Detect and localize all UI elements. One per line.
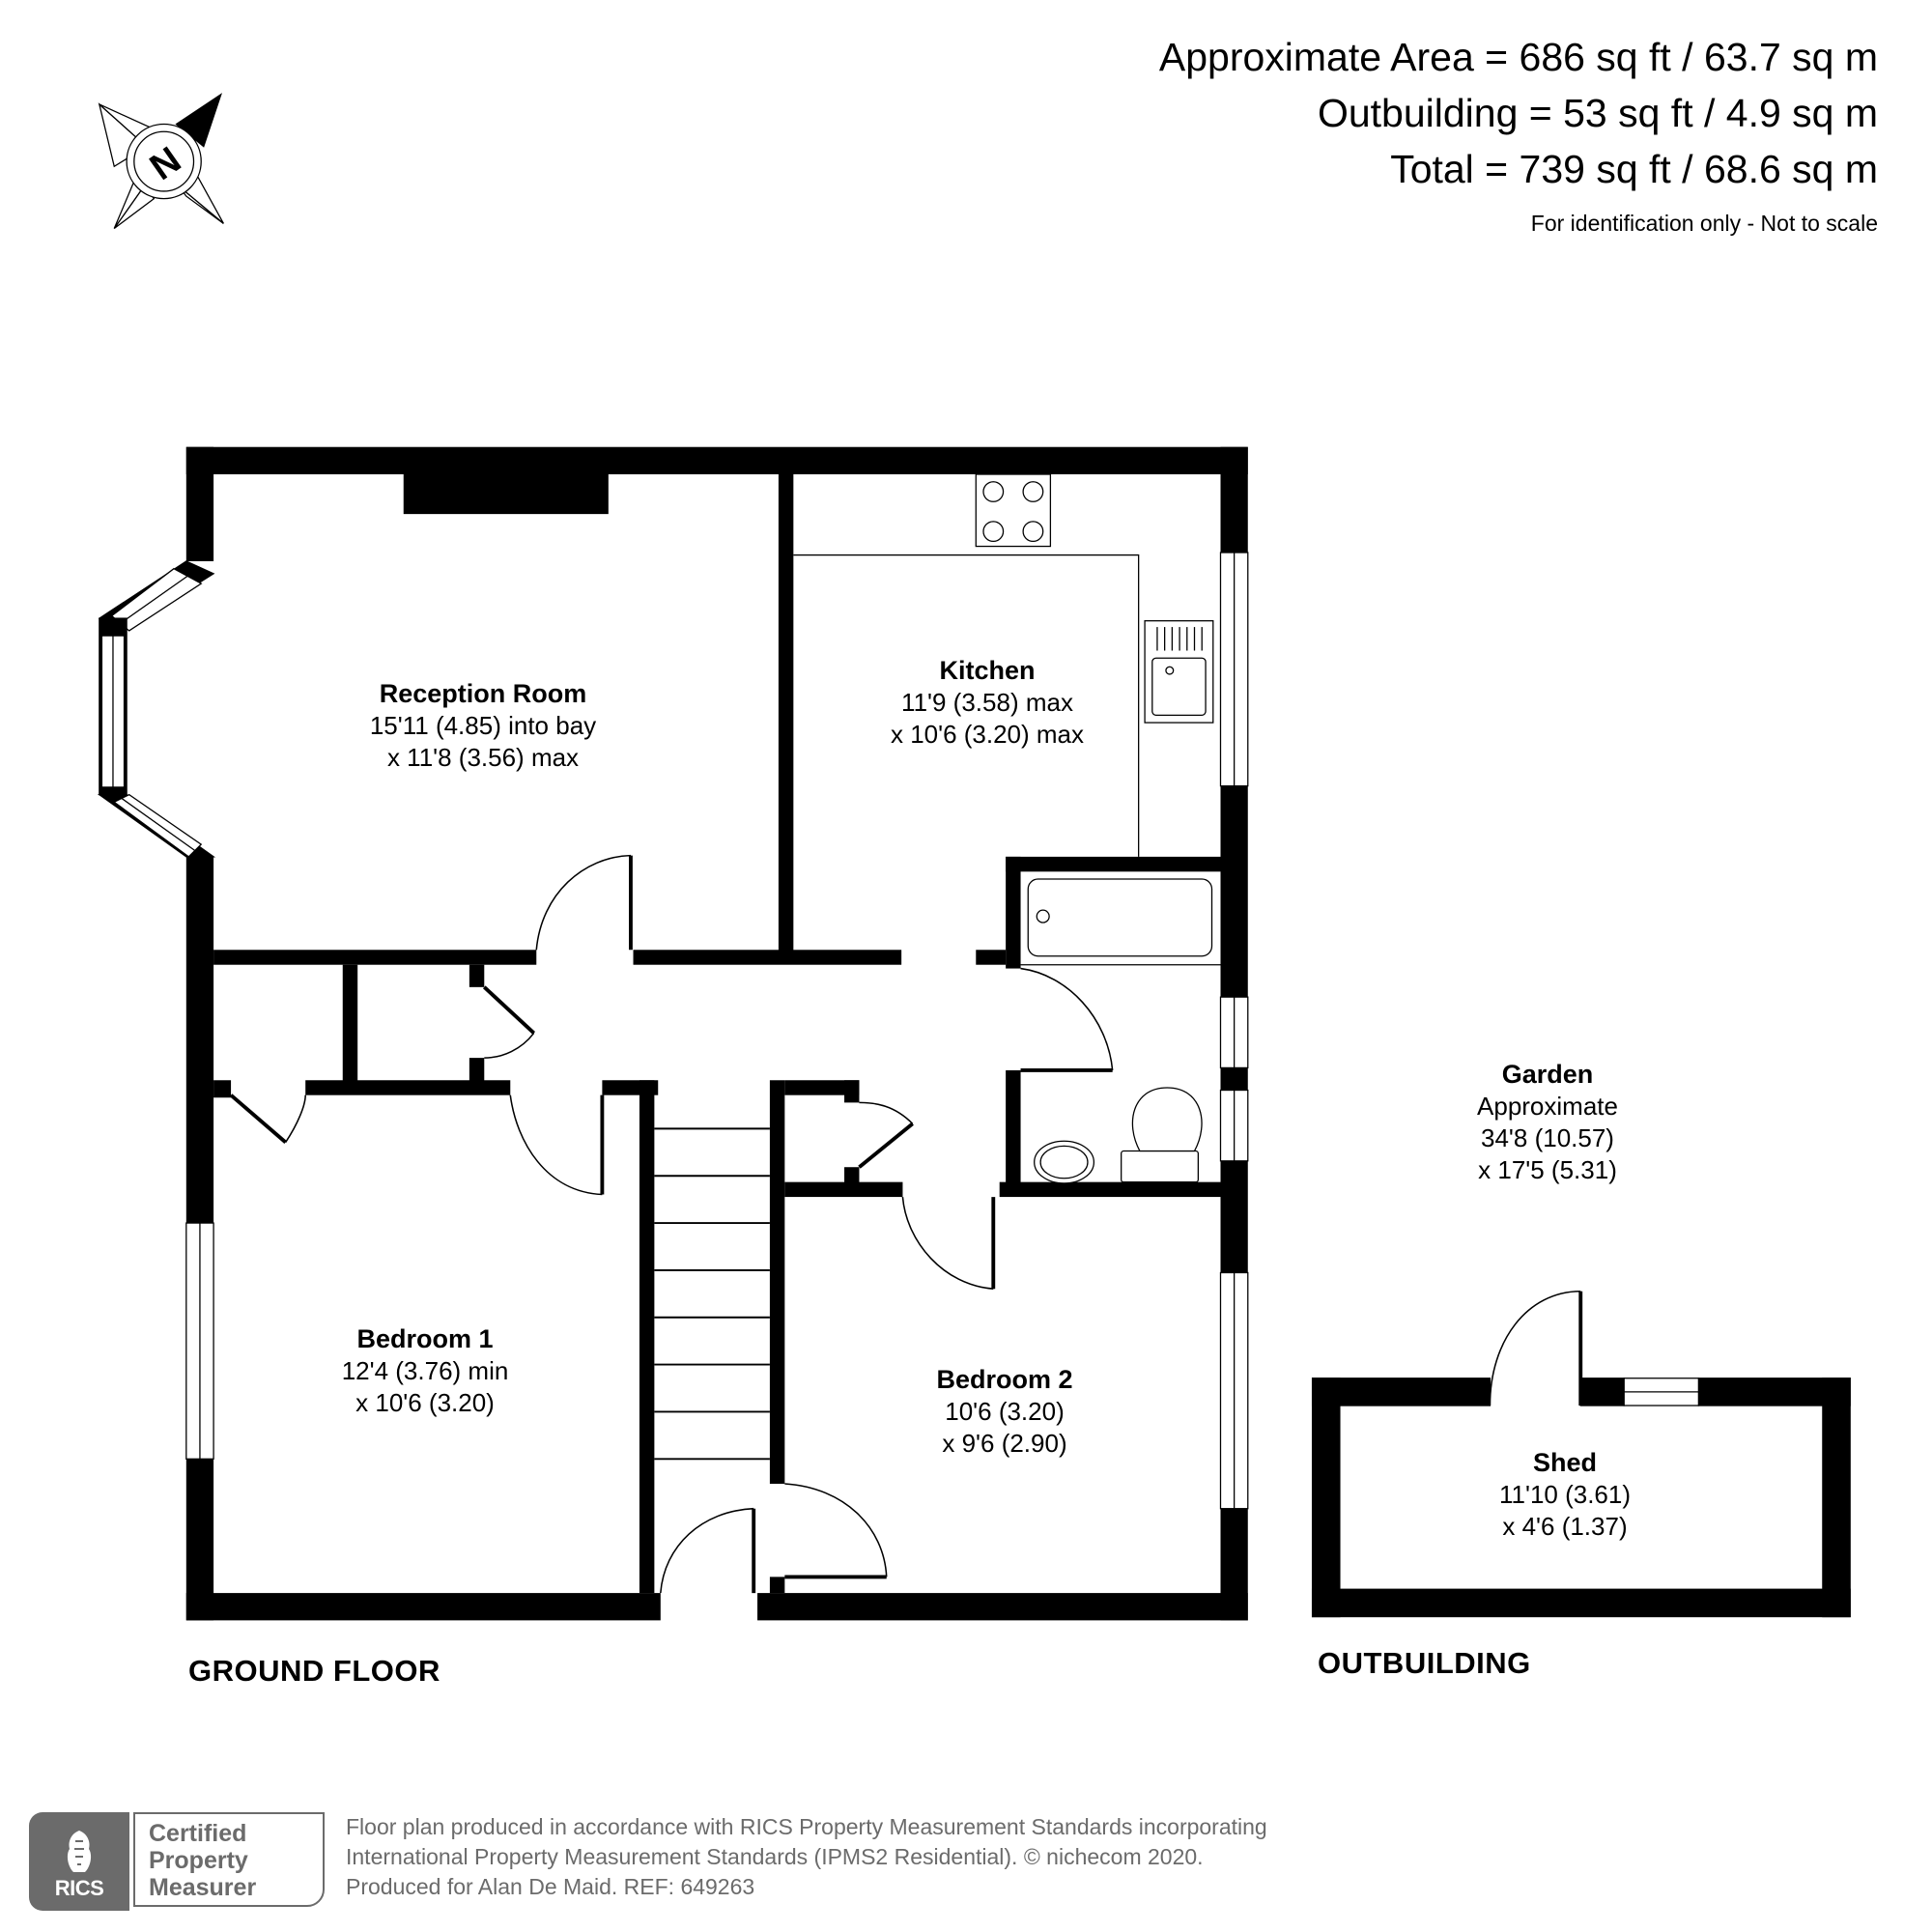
ground-floor-walls: [185, 446, 1248, 1621]
footer-line-1: Floor plan produced in accordance with R…: [346, 1814, 1267, 1839]
ground-floor-title: GROUND FLOOR: [188, 1654, 440, 1688]
outbuilding-area: Outbuilding = 53 sq ft / 4.9 sq m: [1317, 91, 1878, 135]
compass-north-icon: N: [98, 93, 224, 230]
bay-window: [97, 560, 216, 858]
room-bedroom-1: Bedroom 1 12'4 (3.76) min x 10'6 (3.20): [341, 1324, 509, 1417]
staircase: [654, 1127, 770, 1461]
bathtub-icon: [1027, 878, 1213, 957]
shed-walls: [1311, 1378, 1851, 1618]
windows: [185, 552, 1249, 1510]
doors: [229, 854, 1114, 1594]
room-reception: Reception Room 15'11 (4.85) into bay x 1…: [369, 679, 597, 772]
footer: RICS Certified Property Measurer Floor p…: [29, 1812, 1267, 1911]
room-shed: Shed 11'10 (3.61) x 4'6 (1.37): [1498, 1448, 1632, 1541]
area-summary: Approximate Area = 686 sq ft / 63.7 sq m…: [1159, 29, 1878, 237]
room-kitchen: Kitchen 11'9 (3.58) max x 10'6 (3.20) ma…: [890, 656, 1085, 749]
footer-line-3: Produced for Alan De Maid. REF: 649263: [346, 1874, 755, 1899]
toilet-icon: [1121, 1150, 1200, 1183]
scale-note: For identification only - Not to scale: [1530, 211, 1878, 236]
bathroom-fittings: [1020, 878, 1221, 1184]
footer-disclaimer: Floor plan produced in accordance with R…: [346, 1812, 1267, 1902]
rics-logo: RICS: [29, 1812, 129, 1911]
room-bedroom-2: Bedroom 2 10'6 (3.20) x 9'6 (2.90): [936, 1365, 1073, 1458]
certified-measurer-badge: Certified Property Measurer: [133, 1812, 325, 1907]
garden-label: Garden Approximate 34'8 (10.57) x 17'5 (…: [1477, 1060, 1618, 1184]
footer-line-2: International Property Measurement Stand…: [346, 1844, 1204, 1869]
shed-door: [1489, 1290, 1583, 1406]
hob-ring-icon: [982, 481, 1005, 502]
lion-icon: [67, 1831, 92, 1872]
total-area: Total = 739 sq ft / 68.6 sq m: [1390, 147, 1878, 191]
approximate-area: Approximate Area = 686 sq ft / 63.7 sq m: [1158, 35, 1878, 79]
outbuilding-title: OUTBUILDING: [1318, 1646, 1531, 1680]
kitchen-fittings: [793, 473, 1214, 857]
